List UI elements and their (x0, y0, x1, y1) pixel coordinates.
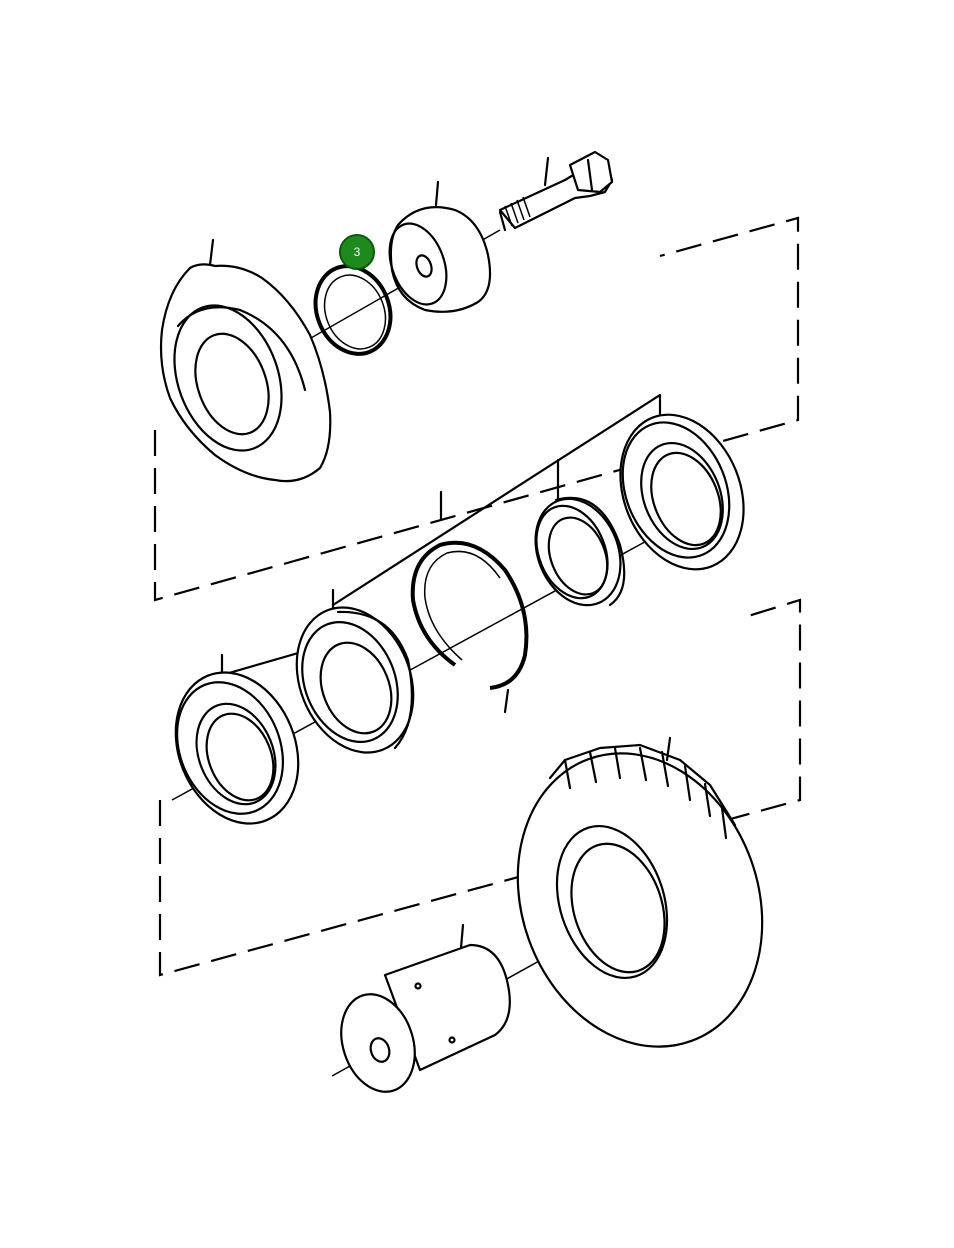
gear-part (516, 743, 764, 1048)
flange-retainer-part (159, 263, 332, 483)
pin-shaft-part (340, 943, 511, 1093)
grooved-sleeve-part (534, 496, 626, 607)
group-bracket-lower (158, 598, 802, 977)
spacer-part (388, 206, 492, 313)
bearing-cup-part (295, 606, 415, 754)
callout-3[interactable]: 3 (339, 234, 375, 270)
o-ring-part (313, 264, 393, 356)
callout-3-label: 3 (354, 245, 361, 259)
group-bracket-upper (153, 216, 800, 602)
callout-3-marker[interactable] (339, 234, 375, 270)
roller-bearing-left-part (174, 671, 300, 825)
roller-bearing-right-part (619, 413, 745, 571)
bolt-part (498, 150, 614, 232)
snap-ring-part (410, 540, 529, 690)
